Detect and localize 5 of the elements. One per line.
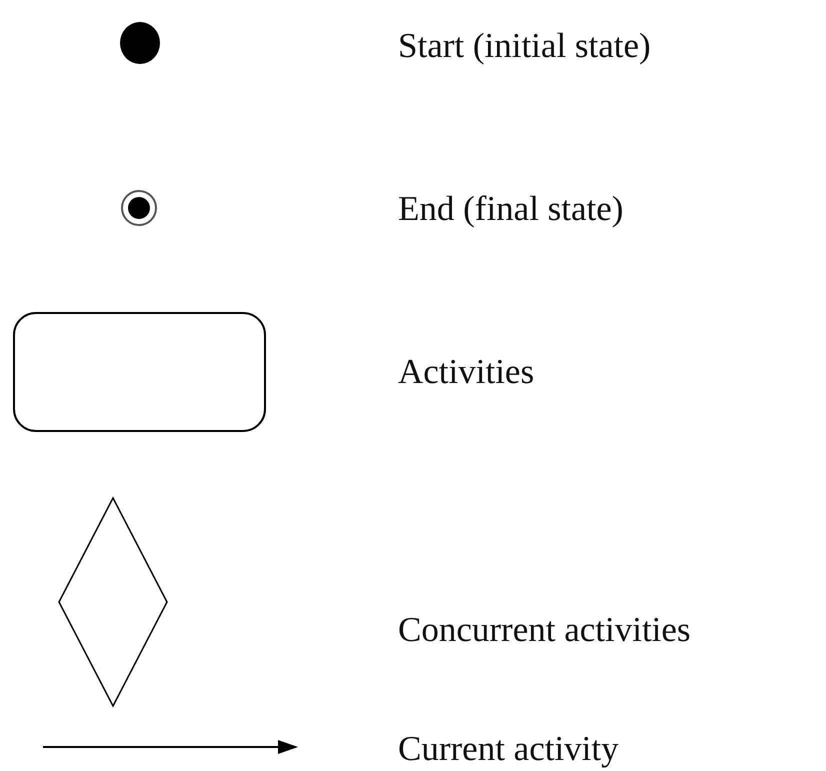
legend-label: Start (initial state) xyxy=(398,28,651,63)
legend-label: Activities xyxy=(398,354,534,389)
legend-label: Concurrent activities xyxy=(398,612,691,647)
legend-label: Current activity xyxy=(398,731,619,766)
legend-label: End (final state) xyxy=(398,191,624,226)
